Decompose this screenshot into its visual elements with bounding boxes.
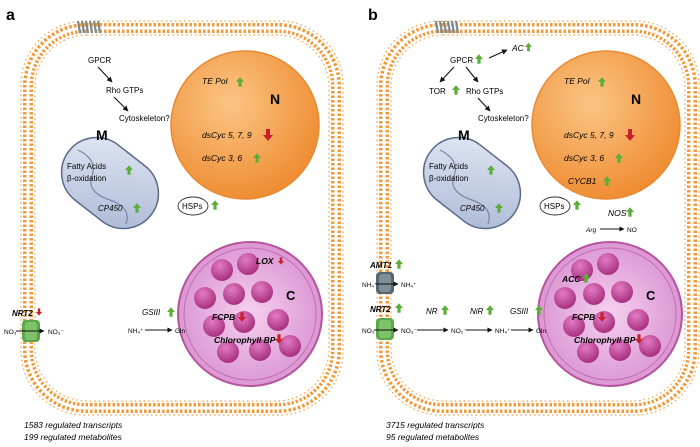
mitochondrion: M Fatty Acids β-oxidation CP450: [422, 127, 522, 230]
arg-label: Arg: [585, 227, 597, 234]
no2-label: NO₂⁻: [451, 328, 467, 335]
mitochondrion-label: M: [96, 127, 108, 143]
nr-label: NR: [426, 307, 438, 316]
chlorophyll-bp-label: Chlorophyll BP: [214, 335, 276, 345]
fcpb-label: FCPB: [212, 312, 235, 322]
nrt2-label: NRT2: [12, 309, 33, 318]
chloroplast-label: C: [646, 288, 656, 303]
thylakoid-stacks: [554, 253, 661, 363]
amt1-transporter: AMT1: [369, 259, 403, 294]
gpcr-receptor-icon: [434, 20, 460, 34]
chloroplast-label: C: [286, 288, 296, 303]
no3-inside-label: NO₃⁻: [401, 328, 417, 335]
dscyc-36-label: dsCyc 3, 6: [564, 153, 604, 163]
metabolites-count: 199 regulated metabolites: [24, 432, 123, 442]
gpcr-receptor-icon: [76, 20, 102, 34]
no3-outside-label: NO₃⁻: [4, 329, 20, 336]
chloroplast: ACC C FCPB Chlorophyll BP: [537, 241, 683, 387]
thylakoid-stacks: [194, 253, 301, 363]
nos-label: NOS: [608, 208, 627, 218]
nucleus-label: N: [631, 91, 641, 107]
lox-label: LOX: [256, 256, 275, 266]
gpcr-label: GPCR: [450, 56, 473, 65]
dscyc-36-label: dsCyc 3, 6: [202, 153, 242, 163]
panel-a: a GPCR Rho GTPs Cytoskeleton? N TE Pol d…: [4, 7, 344, 442]
rho-gtps-label: Rho GTPs: [466, 87, 503, 96]
te-pol-label: TE Pol: [202, 76, 229, 86]
panel-a-letter: a: [6, 7, 15, 24]
ac-label: AC: [511, 43, 525, 53]
te-pol-label: TE Pol: [564, 76, 591, 86]
metabolites-count: 95 regulated metabolites: [386, 432, 480, 442]
panel-b-letter: b: [368, 7, 378, 24]
nrt2-label: NRT2: [370, 305, 391, 314]
nucleus: N TE Pol dsCyc 5, 7, 9 dsCyc 3, 6: [170, 50, 320, 200]
fatty-acids-label: Fatty Acids: [429, 162, 468, 171]
hsps-badge: HSPs: [177, 196, 219, 216]
no3-outside-label: NO₃⁻: [362, 328, 378, 335]
chloroplast: LOX C FCPB Chlorophyll BP: [177, 241, 323, 387]
mitochondrion: M Fatty Acids β-oxidation CP450: [60, 127, 160, 230]
hsps-label: HSPs: [544, 202, 564, 211]
cp450-label: CP450: [460, 204, 485, 213]
cytoskeleton-label: Cytoskeleton?: [478, 114, 529, 123]
beta-oxidation-label: β-oxidation: [429, 174, 468, 183]
hsps-label: HSPs: [182, 202, 202, 211]
nh4-inside-label: NH₄⁺: [401, 282, 417, 289]
nh4-mid-label: NH₄⁺: [495, 328, 511, 335]
chlorophyll-bp-label: Chlorophyll BP: [574, 335, 636, 345]
mitochondrion-label: M: [458, 127, 470, 143]
amt1-label: AMT1: [369, 261, 392, 270]
nrt2-transporter: NRT2: [370, 303, 403, 340]
transcripts-count: 3715 regulated transcripts: [386, 420, 485, 430]
nrt2-transporter: NRT2: [12, 308, 42, 342]
transcripts-count: 1583 regulated transcripts: [24, 420, 123, 430]
gln-label: Gln: [536, 328, 547, 335]
panel-b: b GPCR AC TOR Rho GTPs Cytoskeleton? N T…: [362, 7, 700, 442]
dscyc-579-label: dsCyc 5, 7, 9: [564, 130, 614, 140]
beta-oxidation-label: β-oxidation: [67, 174, 106, 183]
gsiii-label: GSIII: [142, 308, 161, 317]
no-label: NO: [627, 227, 637, 234]
nir-label: NiR: [470, 307, 484, 316]
cytoskeleton-label: Cytoskeleton?: [119, 114, 170, 123]
tor-label: TOR: [429, 87, 446, 96]
cp450-label: CP450: [98, 204, 123, 213]
gsiii-label: GSIII: [510, 307, 529, 316]
hsps-badge: HSPs: [539, 196, 581, 216]
fcpb-label: FCPB: [572, 312, 595, 322]
nucleus-label: N: [270, 91, 280, 107]
cycb1-label: CYCB1: [568, 176, 597, 186]
acc-label: ACC: [561, 274, 581, 284]
gpcr-label: GPCR: [88, 56, 111, 65]
fatty-acids-label: Fatty Acids: [67, 162, 106, 171]
no3-inside-label: NO₃⁻: [48, 329, 64, 336]
nh4-label: NH₄⁺: [128, 328, 144, 335]
rho-gtps-label: Rho GTPs: [106, 86, 143, 95]
nucleus: N TE Pol dsCyc 5, 7, 9 dsCyc 3, 6 CYCB1: [531, 50, 681, 200]
nh4-outside-label: NH₄⁺: [362, 282, 378, 289]
gln-label: Gln: [175, 328, 186, 335]
dscyc-579-label: dsCyc 5, 7, 9: [202, 130, 252, 140]
